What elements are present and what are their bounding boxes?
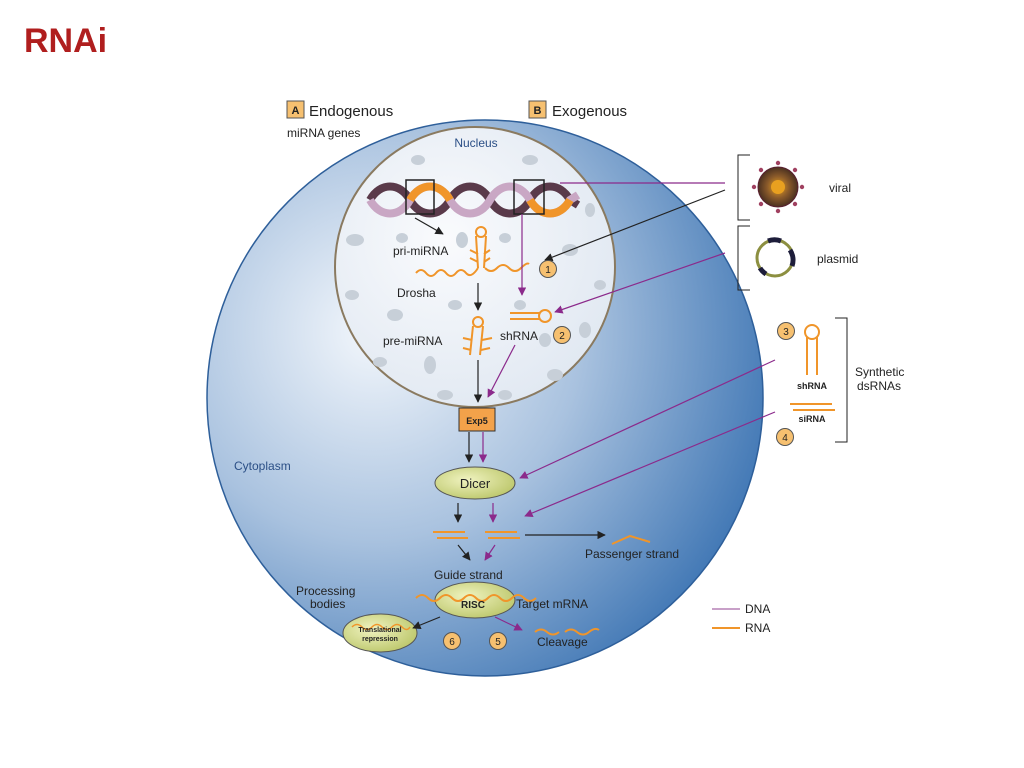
dicer-label: Dicer	[460, 476, 491, 491]
svg-text:6: 6	[449, 637, 455, 648]
viral-plasmid-bracket	[737, 154, 750, 291]
translational-label-1: Translational	[358, 627, 401, 634]
step-badge-1: 1	[539, 260, 557, 278]
mirna-genes-label: miRNA genes	[287, 126, 360, 140]
passenger-strand-shape	[611, 534, 651, 545]
svg-text:3: 3	[783, 327, 789, 338]
exp5-box	[458, 407, 496, 432]
synthetic-sirna-label: siRNA	[798, 414, 826, 424]
virus-icon	[751, 160, 805, 214]
legend-dna-label: DNA	[745, 602, 770, 616]
target-mrna-line	[415, 594, 537, 602]
step-badge-5: 5	[489, 632, 507, 650]
processing-bodies-label-2: bodies	[310, 597, 345, 611]
viral-label: viral	[829, 181, 851, 195]
synthetic-shrna-icon	[804, 324, 820, 375]
legend: DNA RNA	[712, 602, 770, 635]
nucleus-label: Nucleus	[454, 136, 497, 150]
endogenous-arrows	[412, 189, 726, 630]
processing-bodies-label-1: Processing	[296, 584, 355, 598]
legend-rna-label: RNA	[745, 621, 770, 635]
risc-label: RISC	[461, 600, 485, 611]
cleavage-label: Cleavage	[537, 635, 588, 649]
guide-strand-label: Guide strand	[434, 568, 503, 582]
dicer-oval	[434, 466, 516, 500]
svg-text:2: 2	[559, 331, 565, 342]
synthetic-label-1: Synthetic	[855, 365, 904, 379]
cytoplasm-label: Cytoplasm	[234, 459, 291, 473]
step-badge-2: 2	[553, 326, 571, 344]
target-mrna-label: Target mRNA	[516, 597, 588, 611]
cleavage-fragments	[534, 627, 600, 636]
endogenous-header: Endogenous	[309, 103, 393, 120]
translational-label-2: repression	[362, 636, 398, 643]
exogenous-badge	[528, 100, 547, 119]
nuclear-shrna-label: shRNA	[500, 329, 538, 343]
pre-mirna-label: pre-miRNA	[383, 334, 442, 348]
translational-repression-oval	[342, 613, 418, 653]
svg-text:1: 1	[545, 265, 551, 276]
step-badge-6: 6	[443, 632, 461, 650]
plasmid-label: plasmid	[817, 252, 858, 266]
repression-mrna-line	[351, 623, 411, 631]
step-badge-3: 3	[777, 322, 795, 340]
step-badge-4: 4	[776, 428, 794, 446]
nuclear-shrna-structure	[510, 309, 552, 323]
synthetic-shrna-label: shRNA	[797, 381, 828, 391]
synthetic-bracket	[835, 317, 848, 443]
nucleus-speckles	[345, 155, 606, 400]
endogenous-badge	[286, 100, 305, 119]
synthetic-sirna-icon	[790, 403, 835, 411]
dicer-products	[433, 531, 520, 539]
pre-mirna-structure	[462, 316, 493, 356]
endogenous-badge-letter: A	[292, 105, 300, 117]
synthetic-label-2: dsRNAs	[857, 379, 901, 393]
exogenous-header: Exogenous	[552, 103, 627, 120]
exp5-label: Exp5	[466, 416, 488, 426]
passenger-strand-label: Passenger strand	[585, 547, 679, 561]
svg-text:5: 5	[495, 637, 501, 648]
dna-helix	[366, 179, 581, 218]
drosha-label: Drosha	[397, 286, 436, 300]
exogenous-badge-letter: B	[534, 105, 542, 117]
slide-title: RNAi	[24, 22, 108, 60]
pri-mirna-label: pri-miRNA	[393, 244, 448, 258]
exogenous-arrows	[478, 182, 776, 631]
pri-mirna-structure	[415, 226, 530, 277]
plasmid-icon	[755, 237, 796, 278]
svg-text:4: 4	[782, 433, 788, 444]
